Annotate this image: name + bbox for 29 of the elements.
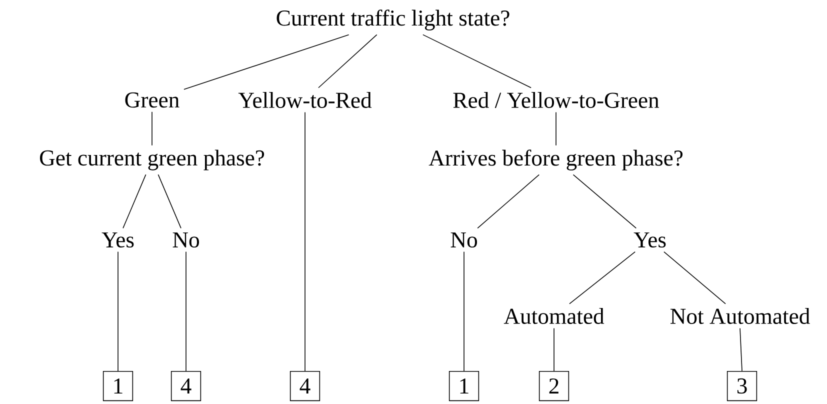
tree-branch bbox=[477, 174, 540, 229]
outcome-box: 4 bbox=[290, 370, 320, 402]
outcome-box: 2 bbox=[538, 370, 570, 402]
tree-branch bbox=[572, 174, 637, 229]
tree-branch bbox=[122, 174, 146, 229]
decision-label: No bbox=[450, 232, 477, 248]
outcome-box: 4 bbox=[170, 370, 202, 402]
decision-label: Get current green phase? bbox=[40, 150, 264, 170]
decision-label: Yellow-to-Red bbox=[238, 92, 372, 108]
outcome-box: 1 bbox=[102, 370, 134, 402]
decision-label: Current traffic light state? bbox=[276, 10, 510, 30]
decision-label: Yes bbox=[102, 232, 134, 248]
tree-branch bbox=[664, 251, 726, 304]
tree-branch bbox=[184, 34, 350, 90]
decision-label: Not Automated bbox=[670, 308, 810, 324]
decision-label: Yes bbox=[634, 232, 666, 248]
tree-branch bbox=[318, 34, 378, 88]
tree-branch bbox=[304, 112, 306, 372]
decision-label: Automated bbox=[504, 308, 604, 324]
decision-label: Arrives before green phase? bbox=[428, 150, 683, 170]
tree-branch bbox=[740, 328, 742, 372]
decision-label: No bbox=[172, 232, 199, 248]
decision-label: Green bbox=[125, 92, 180, 108]
outcome-box: 1 bbox=[448, 370, 480, 402]
outcome-box: 3 bbox=[726, 370, 758, 402]
tree-branch bbox=[569, 251, 636, 304]
decision-label: Red / Yellow-to-Green bbox=[453, 92, 660, 108]
tree-branch bbox=[422, 34, 532, 88]
tree-branch bbox=[158, 174, 182, 229]
